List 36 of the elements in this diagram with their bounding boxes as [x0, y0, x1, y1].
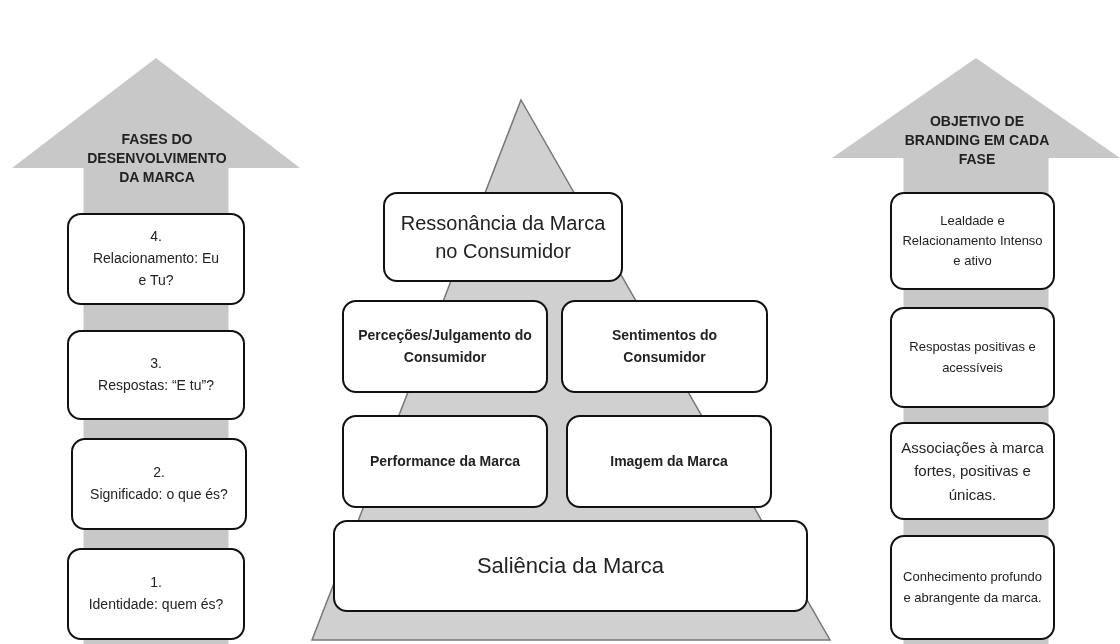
rounded-box	[890, 307, 1055, 408]
rounded-box	[333, 520, 808, 612]
box-text: Associações à marca fortes, positivas e únicas.	[900, 438, 1045, 505]
rounded-box	[67, 330, 245, 420]
arrow-heading: FASES DO DESENVOLVIMENTO DA MARCA	[86, 130, 228, 187]
rounded-box	[383, 192, 623, 282]
box-text: Sentimentos do Consumidor	[611, 325, 718, 367]
up-arrow-band	[832, 58, 1120, 644]
rounded-box	[67, 213, 245, 305]
box-text: Respostas: “E tu”?	[98, 376, 214, 395]
box-text: Perceções/Julgamento do Consumidor	[357, 325, 533, 367]
step-number: 1.	[150, 573, 162, 593]
box-text: Significado: o que és?	[90, 485, 228, 504]
box-text: Imagem da Marca	[610, 451, 728, 471]
rounded-box	[342, 300, 548, 393]
step-number: 4.	[150, 227, 162, 247]
rounded-box	[566, 415, 772, 508]
rounded-box	[890, 192, 1055, 290]
rounded-box	[561, 300, 768, 393]
rounded-box	[71, 438, 247, 530]
box-text: Lealdade e Relacionamento Intenso e ativo	[901, 211, 1044, 271]
box-text: Conhecimento profundo e abrangente da marca.	[902, 568, 1043, 607]
rounded-box	[342, 415, 548, 508]
rounded-box	[67, 548, 245, 640]
rounded-box	[890, 422, 1055, 520]
rounded-box	[890, 535, 1055, 640]
box-text: Ressonância da Marca no Consumidor	[399, 211, 607, 264]
box-text: Performance da Marca	[369, 451, 521, 471]
step-number: 3.	[150, 354, 162, 374]
box-text: Relacionamento: Eu e Tu?	[91, 249, 221, 290]
step-number: 2.	[153, 463, 165, 483]
box-text: Respostas positivas e acessíveis	[908, 338, 1037, 377]
box-text: Identidade: quem és?	[88, 595, 224, 614]
up-arrow-band	[12, 58, 300, 644]
box-text: Saliência da Marca	[476, 551, 665, 580]
arrow-heading: OBJETIVO DE BRANDING EM CADA FASE	[903, 112, 1051, 169]
